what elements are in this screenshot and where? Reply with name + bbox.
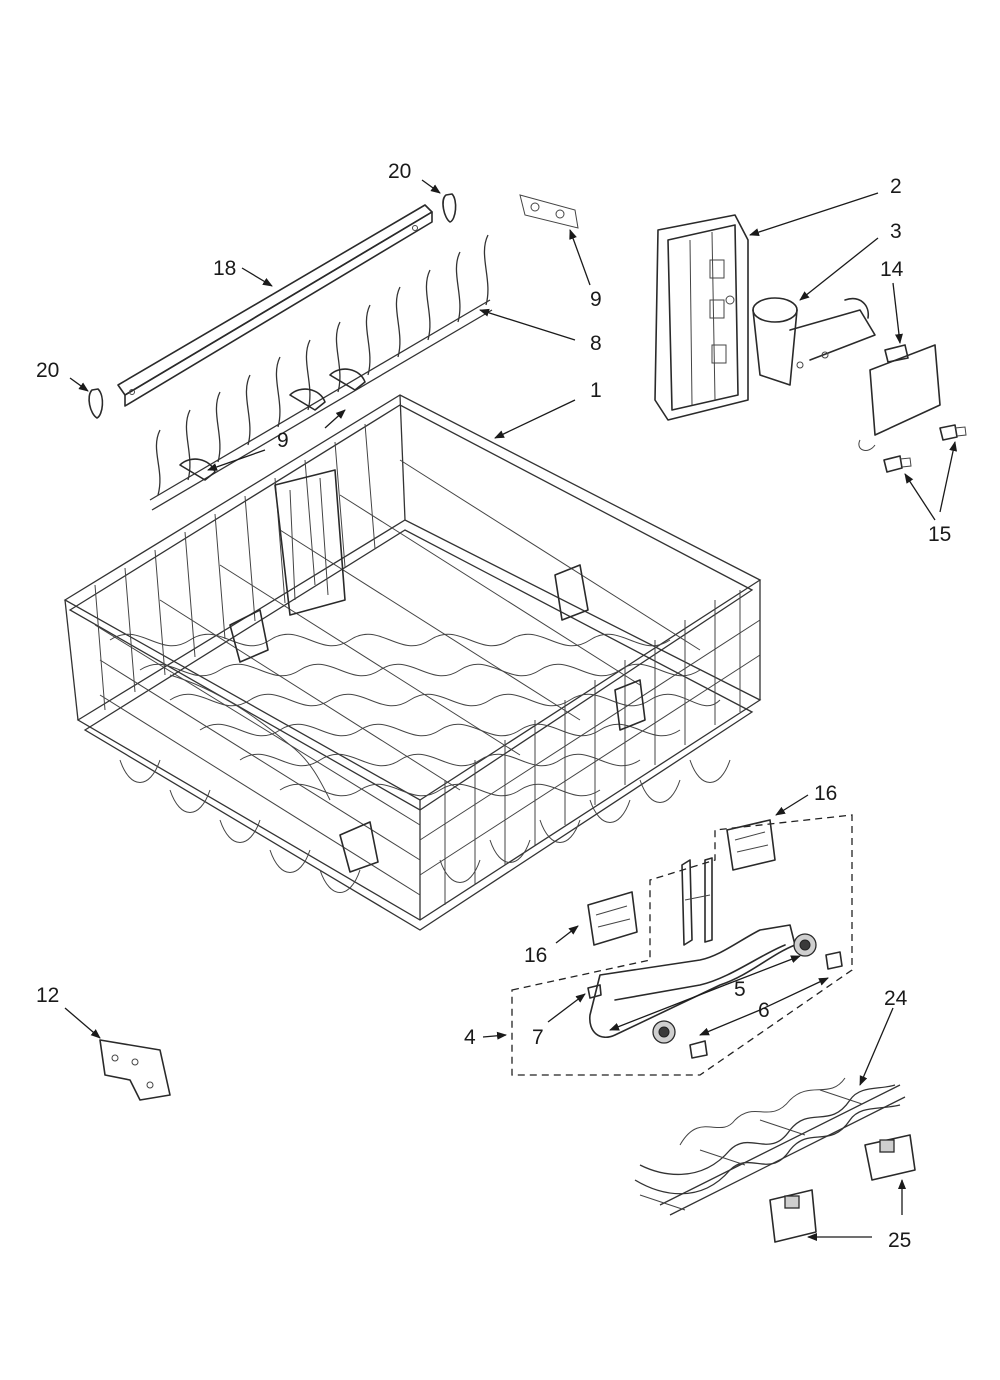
part-2-bracket <box>654 214 749 421</box>
part-15-screw-a <box>939 424 967 441</box>
part-25-clip-right <box>864 1134 916 1181</box>
part-4-assembly <box>511 814 853 1076</box>
callout-14: 14 <box>880 258 904 281</box>
callout-1: 1 <box>590 379 602 402</box>
callout-4: 4 <box>464 1026 476 1049</box>
part-16-clip-right <box>726 819 776 871</box>
callout-25: 25 <box>888 1229 911 1252</box>
part-9-clip <box>519 194 579 229</box>
callout-15: 15 <box>928 523 951 546</box>
part-3-housing <box>752 297 876 386</box>
part-25-clip-left <box>769 1189 817 1243</box>
callout-5: 5 <box>734 978 746 1001</box>
part-20-clip-left <box>88 388 104 419</box>
part-12-bracket <box>99 1039 171 1101</box>
callout-16-right: 16 <box>814 782 837 805</box>
callout-9-left: 9 <box>277 429 289 452</box>
part-16-clip-left <box>587 891 638 946</box>
callout-3: 3 <box>890 220 902 243</box>
part-1-rack <box>63 394 762 931</box>
callout-labels: 20 2 3 18 14 9 8 20 1 9 15 16 16 5 12 24… <box>36 160 951 1252</box>
part-18-rail <box>117 204 433 407</box>
callout-20-left: 20 <box>36 359 59 382</box>
callout-18: 18 <box>213 257 236 280</box>
leader-lines <box>64 179 958 1241</box>
callout-8: 8 <box>590 332 602 355</box>
callout-6: 6 <box>758 999 770 1022</box>
callout-7: 7 <box>532 1026 544 1049</box>
part-15-screw-b <box>883 455 912 473</box>
callout-12: 12 <box>36 984 59 1007</box>
part-14-plate <box>858 344 941 451</box>
callout-2: 2 <box>890 175 902 198</box>
part-24-wire-insert <box>634 1077 906 1216</box>
callout-16-left: 16 <box>524 944 547 967</box>
part-8-tine-row <box>149 234 493 511</box>
callout-20-top: 20 <box>388 160 411 183</box>
callout-9-top: 9 <box>590 288 602 311</box>
callout-24: 24 <box>884 987 908 1010</box>
part-20-clip-top <box>442 193 457 223</box>
